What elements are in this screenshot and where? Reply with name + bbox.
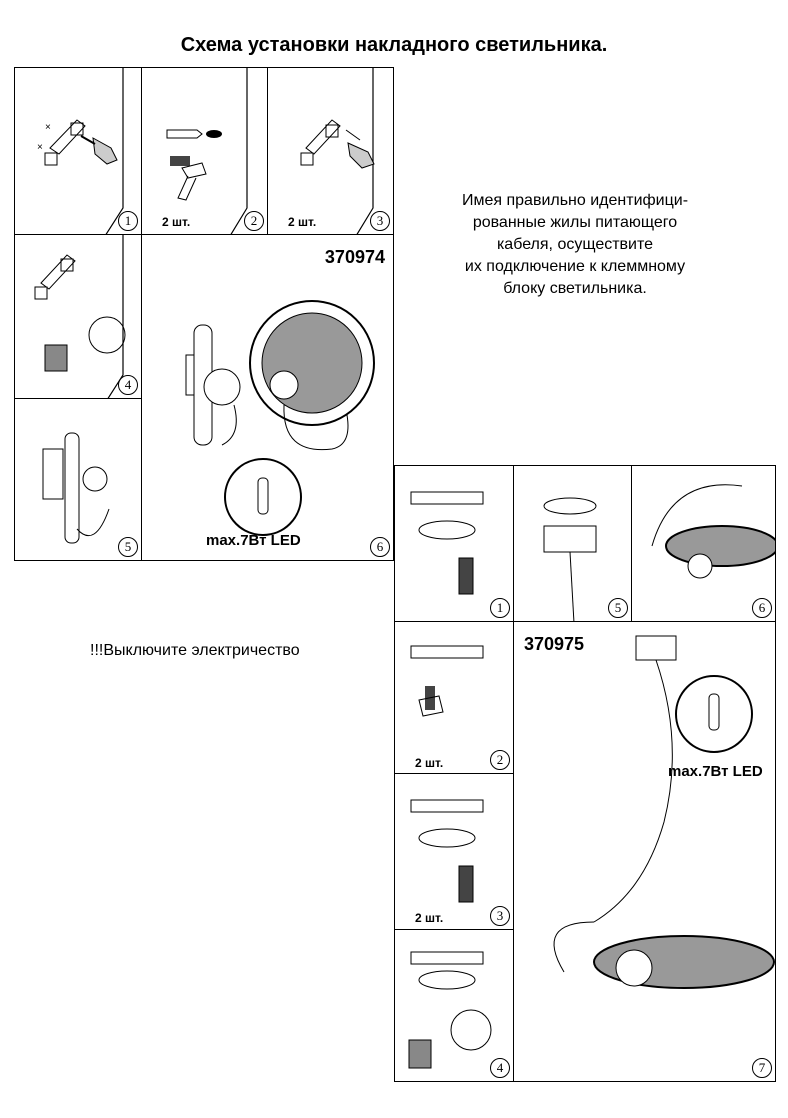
dowel-hammer-illustration <box>166 68 248 234</box>
step-panel-a4: 4 <box>14 234 142 399</box>
model-code: 370974 <box>324 247 385 267</box>
pendant-bulb-illustration <box>651 484 775 579</box>
step-number: 3 <box>370 211 390 231</box>
step-number: 6 <box>752 598 772 618</box>
step-panel-a1: ×× 1 <box>14 67 142 235</box>
step-number: 7 <box>752 1058 772 1078</box>
step-number: 6 <box>370 537 390 557</box>
svg-text:×: × <box>37 142 43 153</box>
quantity-label: 2 шт. <box>162 215 191 229</box>
drill-wall-illustration: ×× <box>37 68 124 234</box>
step-number: 2 <box>490 750 510 770</box>
ceiling-wiring-illustration <box>408 951 492 1069</box>
model-code: 370975 <box>524 634 585 654</box>
pendant-lamp-illustration <box>553 635 775 989</box>
step-number: 5 <box>608 598 628 618</box>
step-panel-a3: 2 шт. 3 <box>267 67 394 235</box>
ceiling-dowel-illustration <box>410 645 484 717</box>
step-panel-a5: 5 <box>14 398 142 561</box>
wiring-instruction: Имея правильно идентифици- рованные жилы… <box>420 190 730 300</box>
step-number: 2 <box>244 211 264 231</box>
power-off-warning: !!!Выключите электричество <box>90 642 300 659</box>
wall-lamp-illustration <box>185 300 375 536</box>
instruction-text: Имея правильно идентифици- рованные жилы… <box>461 192 689 297</box>
step-number: 1 <box>490 598 510 618</box>
attach-lamp-illustration <box>42 432 110 544</box>
step-number: 3 <box>490 906 510 926</box>
max-power-label: max.7Вт LED <box>668 763 763 780</box>
step-number: 5 <box>118 537 138 557</box>
product-panel-b7: 370975 max.7Вт LED 7 <box>513 621 776 1082</box>
step-number: 4 <box>490 1058 510 1078</box>
not-included-stamp <box>675 675 753 753</box>
wiring-terminal-illustration <box>34 235 126 398</box>
step-panel-b3: 2 шт. 3 <box>394 773 514 930</box>
quantity-label: 2 шт. <box>415 756 444 770</box>
ceiling-screw-illustration <box>410 799 484 903</box>
mount-bracket-illustration <box>300 68 375 234</box>
step-panel-a2: 2 шт. 2 <box>141 67 268 235</box>
page-title: Схема установки накладного светильника. <box>180 34 608 56</box>
step-panel-b1: 1 <box>394 465 514 622</box>
step-panel-b4: 4 <box>394 929 514 1082</box>
quantity-label: 2 шт. <box>415 911 444 925</box>
quantity-label: 2 шт. <box>288 215 317 229</box>
max-power-label: max.7Вт LED <box>206 532 301 549</box>
product-panel-a6: 370974 max.7Вт LED 6 <box>141 234 394 561</box>
svg-text:×: × <box>45 122 51 133</box>
ceiling-drill-illustration <box>410 491 484 595</box>
step-panel-b5: 5 <box>513 465 632 622</box>
step-number: 4 <box>118 375 138 395</box>
step-number: 1 <box>118 211 138 231</box>
not-included-stamp <box>224 458 302 536</box>
step-panel-b2: 2 шт. 2 <box>394 621 514 774</box>
step-panel-b6: 6 <box>631 465 776 622</box>
canopy-illustration <box>543 497 597 621</box>
